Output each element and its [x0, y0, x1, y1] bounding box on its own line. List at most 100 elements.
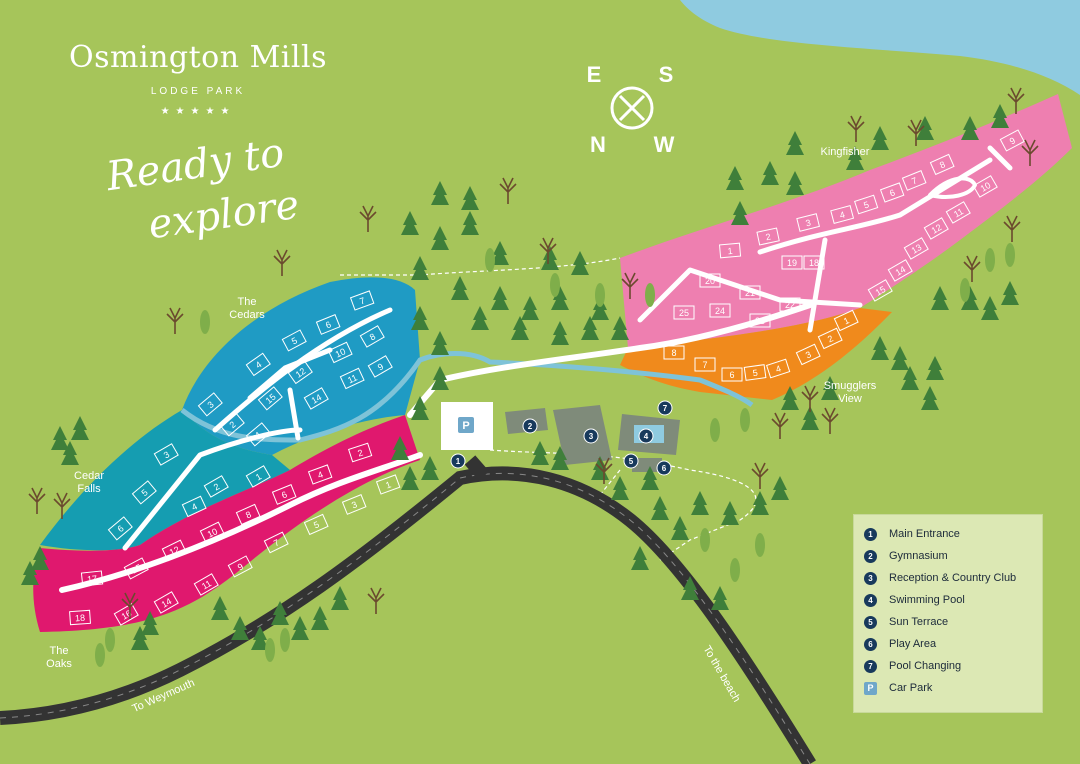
plot-smugglers-4: 4: [766, 358, 791, 379]
svg-text:4: 4: [644, 432, 649, 441]
svg-text:25: 25: [679, 308, 689, 318]
pine-tree: [961, 286, 979, 310]
svg-text:23: 23: [755, 316, 765, 326]
svg-text:18: 18: [809, 258, 819, 268]
round-tree: [95, 643, 105, 667]
plot-cedars-11: 11: [339, 367, 365, 390]
svg-text:2: 2: [765, 232, 772, 243]
svg-text:24: 24: [715, 306, 725, 316]
facility-marker-7[interactable]: 7: [657, 400, 673, 416]
svg-text:4: 4: [190, 501, 199, 512]
svg-text:3: 3: [589, 432, 594, 441]
pine-tree: [231, 616, 249, 640]
pine-tree: [1001, 281, 1019, 305]
bare-tree: [121, 592, 139, 619]
legend-label: Car Park: [889, 682, 933, 694]
round-tree: [485, 248, 495, 272]
legend-item-gymnasium: 2 Gymnasium: [864, 545, 1042, 567]
facility-marker-6[interactable]: 6: [656, 460, 672, 476]
plot-cedar_falls-5: 5: [131, 480, 157, 505]
legend-marker: 4: [864, 593, 877, 607]
facility-marker-3[interactable]: 3: [583, 428, 599, 444]
bare-tree: [499, 177, 517, 204]
svg-text:5: 5: [312, 519, 321, 530]
compass-w: W: [654, 132, 675, 157]
svg-text:3: 3: [804, 349, 813, 360]
pine-tree: [291, 616, 309, 640]
svg-text:4: 4: [839, 209, 846, 220]
plot-smugglers-1: 1: [833, 309, 859, 332]
plot-kingfisher-1: 1: [718, 242, 742, 259]
pine-tree: [51, 426, 69, 450]
round-tree: [1005, 243, 1015, 267]
plot-kingfisher-9: 9: [999, 129, 1025, 152]
svg-text:20: 20: [705, 276, 715, 286]
legend-item-reception: 3 Reception & Country Club: [864, 567, 1042, 589]
legend-item-pool-changing: 7 Pool Changing: [864, 655, 1042, 677]
facility-marker-4[interactable]: 4: [638, 428, 654, 444]
plot-smugglers-2: 2: [817, 327, 843, 350]
plot-smugglers-5: 5: [743, 364, 767, 381]
pine-tree: [591, 296, 609, 320]
bare-tree: [847, 115, 865, 142]
pine-tree: [781, 386, 799, 410]
plot-cedars-8: 8: [359, 325, 385, 348]
pine-tree: [411, 256, 429, 280]
facility-marker-5[interactable]: 5: [623, 453, 639, 469]
plot-cedar_falls-1: 1: [245, 465, 271, 488]
bare-tree: [1003, 215, 1021, 242]
facility-marker-2[interactable]: 2: [522, 418, 538, 434]
plot-cedars-9: 9: [367, 355, 393, 378]
plot-cedars-6: 6: [315, 314, 341, 335]
pine-tree: [31, 546, 49, 570]
svg-text:6: 6: [116, 523, 126, 534]
pine-tree: [726, 166, 744, 190]
svg-text:5: 5: [752, 368, 758, 379]
plot-kingfisher-6: 6: [879, 182, 905, 203]
pine-tree: [431, 181, 449, 205]
pine-tree: [871, 336, 889, 360]
pine-tree: [751, 491, 769, 515]
plot-kingfisher-25: 25: [673, 305, 695, 320]
round-tree: [710, 418, 720, 442]
svg-text:1: 1: [254, 429, 264, 440]
facility-marker-1[interactable]: 1: [450, 453, 466, 469]
plot-kingfisher-20: 20: [699, 273, 721, 288]
plot-oaks-18: 18: [69, 609, 91, 626]
plot-oaks-9: 9: [227, 555, 253, 578]
pine-tree: [551, 446, 569, 470]
pine-tree: [771, 476, 789, 500]
svg-text:1: 1: [456, 457, 461, 466]
round-tree: [985, 248, 995, 272]
pine-tree: [491, 286, 509, 310]
plot-cedar_falls-4: 4: [181, 495, 207, 518]
bare-tree: [273, 249, 291, 276]
bare-tree: [963, 255, 981, 282]
svg-text:14: 14: [160, 596, 174, 610]
svg-text:13: 13: [910, 242, 924, 256]
pine-tree: [331, 586, 349, 610]
svg-text:6: 6: [324, 319, 332, 330]
plot-cedars-2: 2: [219, 412, 245, 437]
svg-text:5: 5: [862, 199, 870, 210]
legend-label: Swimming Pool: [889, 594, 965, 606]
plot-kingfisher-8: 8: [929, 153, 955, 176]
bare-tree: [821, 407, 839, 434]
bare-tree: [595, 457, 613, 484]
pine-tree: [926, 356, 944, 380]
pine-tree: [461, 211, 479, 235]
pine-tree: [211, 596, 229, 620]
compass-e: E: [587, 62, 602, 87]
road-centerline: [0, 472, 811, 764]
plot-kingfisher-13: 13: [903, 237, 929, 260]
svg-text:5: 5: [629, 457, 634, 466]
pine-tree: [651, 496, 669, 520]
svg-text:15: 15: [874, 284, 888, 298]
svg-text:9: 9: [236, 561, 245, 572]
pine-tree: [61, 441, 79, 465]
svg-text:7: 7: [702, 360, 707, 370]
pine-tree: [921, 386, 939, 410]
plot-cedar_falls-2: 2: [203, 475, 229, 498]
svg-text:7: 7: [272, 537, 281, 548]
bare-tree: [771, 412, 789, 439]
